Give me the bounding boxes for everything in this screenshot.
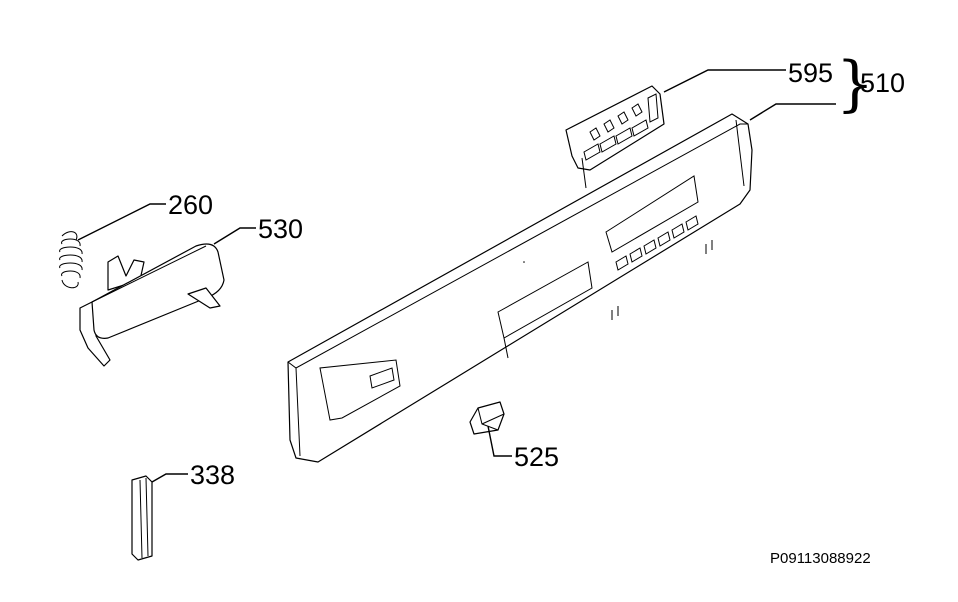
- label-595: 595: [788, 58, 833, 88]
- label-510: 510: [860, 68, 905, 98]
- label-260: 260: [168, 190, 213, 220]
- label-530: 530: [258, 214, 303, 244]
- reference-code: P09113088922: [770, 550, 871, 567]
- strip-part-338: [131, 475, 153, 561]
- leader-lines: [77, 69, 836, 483]
- handle-part-530: [79, 243, 225, 367]
- knob-part-525: [469, 401, 505, 435]
- label-525: 525: [514, 442, 559, 472]
- control-panel-part-510: [287, 113, 753, 463]
- circuit-board-part-595: [565, 85, 665, 189]
- label-338: 338: [190, 460, 235, 490]
- spring-part-260: [59, 231, 83, 289]
- brace-symbol: }: [836, 49, 874, 119]
